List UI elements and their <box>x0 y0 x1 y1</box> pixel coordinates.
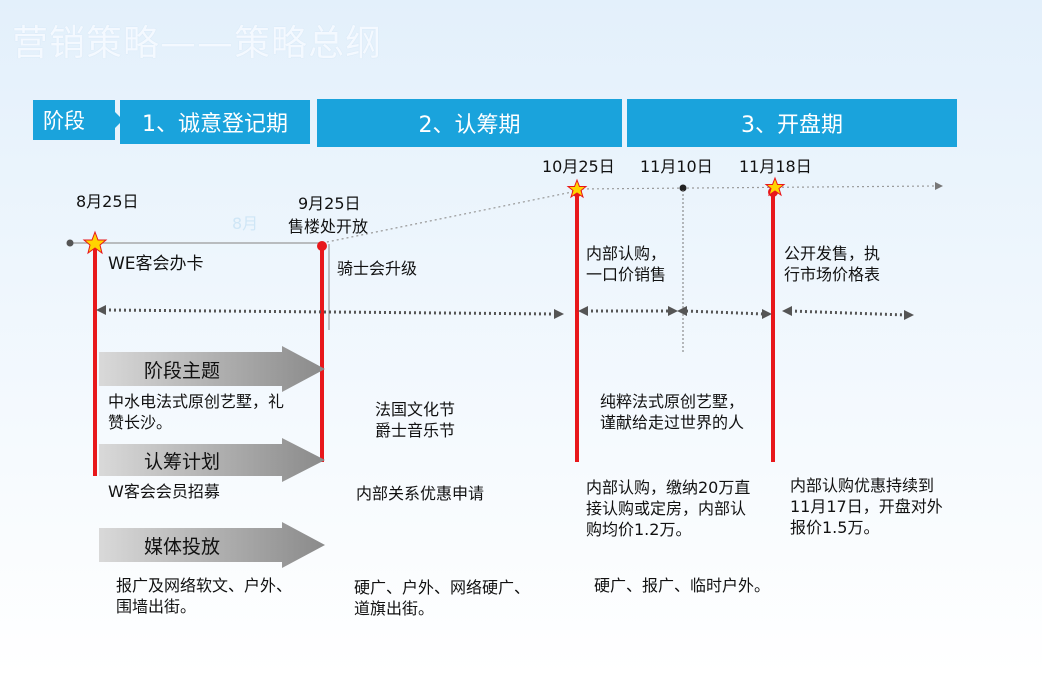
theme-stage1: 中水电法式原创艺墅，礼赞长沙。 <box>108 392 285 432</box>
faint-month-label: 8月 <box>232 214 259 233</box>
media-stage2: 硬广、户外、网络硬广、道旗出街。 <box>354 578 531 618</box>
media-stage1: 报广及网络软文、户外、围墙出街。 <box>116 576 293 616</box>
event-we-card: WE客会办卡 <box>108 254 204 274</box>
sales-office-open: 售楼处开放 <box>288 217 369 236</box>
date-nov18: 11月18日 <box>739 157 812 176</box>
stage-3-header: 3、开盘期 <box>627 99 957 147</box>
stage-label: 阶段 <box>33 100 115 140</box>
plan-arrow-shape <box>99 438 325 482</box>
stage-1-header: 1、诚意登记期 <box>120 100 310 144</box>
date-sep25: 9月25日 <box>298 194 361 213</box>
date-aug25: 8月25日 <box>76 192 139 211</box>
theme-stage3: 纯粹法式原创艺墅，谨献给走过世界的人 <box>600 392 745 432</box>
period-arrows <box>103 308 907 317</box>
plan-row-label: 认筹计划 <box>144 450 221 473</box>
milestone-dot-nov10 <box>679 184 687 192</box>
stage-2-header: 2、认筹期 <box>317 99 622 147</box>
page-title: 营销策略——策略总纲 <box>12 23 383 64</box>
media-row-label: 媒体投放 <box>144 535 221 558</box>
media-stage3: 硬广、报广、临时户外。 <box>594 576 771 595</box>
star-icon <box>764 176 786 197</box>
theme-stage2: 法国文化节爵士音乐节 <box>375 400 456 440</box>
plan-stage3: 内部认购，缴纳20万直接认购或定房，内部认购均价1.2万。 <box>586 478 751 539</box>
theme-row-label: 阶段主题 <box>144 359 221 382</box>
milestone-dot-sep25 <box>317 241 327 251</box>
timeline-rise-line <box>321 190 578 244</box>
star-icon <box>82 230 108 255</box>
star-icon <box>566 178 588 199</box>
event-internal-sale: 内部认购，一口价销售 <box>586 244 667 284</box>
event-public-sale: 公开发售，执行市场价格表 <box>784 244 881 284</box>
plan-stage2: 内部关系优惠申请 <box>356 484 485 503</box>
date-oct25: 10月25日 <box>542 157 615 176</box>
event-knight-upgrade: 骑士会升级 <box>337 259 418 278</box>
timeline-upper-line <box>576 185 936 190</box>
plan-stage1: W客会会员招募 <box>108 482 220 501</box>
timeline-arrow-head <box>935 182 943 190</box>
theme-arrow-shape <box>99 346 325 392</box>
media-arrow-shape <box>99 522 325 568</box>
period-arrow-heads <box>96 305 914 320</box>
timeline-start-dot <box>66 239 74 247</box>
date-nov10: 11月10日 <box>640 157 713 176</box>
